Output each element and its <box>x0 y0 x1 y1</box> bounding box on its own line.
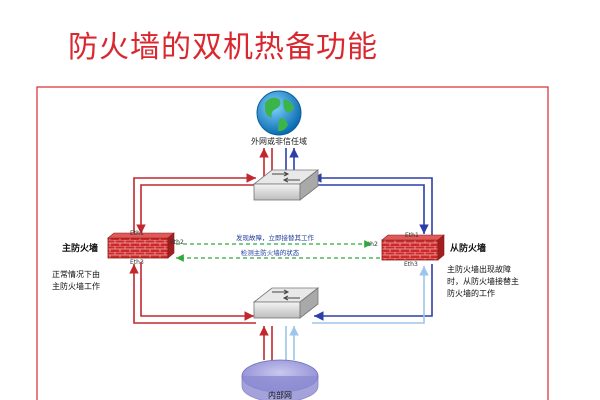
backup-note-line1: 主防火墙出现故障 <box>447 264 511 274</box>
top-path-backup-up <box>312 173 433 236</box>
monitor-link-label: 检测主防火墙的状态 <box>241 248 300 257</box>
bottom-path-primary-right <box>140 262 254 321</box>
external-network-label: 外网或非信任域 <box>251 136 307 146</box>
backup-eth1-label: Eth1 <box>405 232 419 239</box>
globe-icon <box>256 90 302 136</box>
bottom-path-primary-up <box>129 264 256 324</box>
diagram-frame <box>36 86 549 400</box>
top-path-backup-down <box>310 184 429 234</box>
primary-eth1-label: Eth1 <box>130 230 144 237</box>
primary-firewall-label: 主防火墙 <box>62 242 98 254</box>
primary-eth2-label: Eth2 <box>170 239 184 246</box>
internal-network-label: 内部网 <box>268 390 292 400</box>
primary-eth3-label: Eth3 <box>130 259 144 266</box>
backup-note-line3: 防火墙的工作 <box>447 288 495 298</box>
bottom-switch-icon <box>252 287 320 319</box>
backup-eth3-label: Eth3 <box>404 261 418 268</box>
failover-link-label: 发现故障，立即接替其工作 <box>236 233 315 242</box>
backup-note-line2: 时，从防火墙接替主 <box>447 276 519 286</box>
primary-firewall-icon <box>107 232 175 259</box>
top-path-primary-up <box>133 173 256 236</box>
page-title: 防火墙的双机热备功能 <box>68 30 378 65</box>
bottom-path-backup-left <box>314 264 433 321</box>
backup-firewall-label: 从防火墙 <box>450 242 486 254</box>
primary-note-line2: 主防火墙工作 <box>52 281 100 291</box>
bottom-path-backup-up <box>312 266 429 324</box>
backup-firewall-icon <box>381 234 445 261</box>
primary-note-line1: 正常情况下由 <box>52 269 100 279</box>
top-switch-icon <box>252 169 320 201</box>
lan-cloud-icon <box>241 359 319 400</box>
top-path-primary-down <box>136 184 258 234</box>
